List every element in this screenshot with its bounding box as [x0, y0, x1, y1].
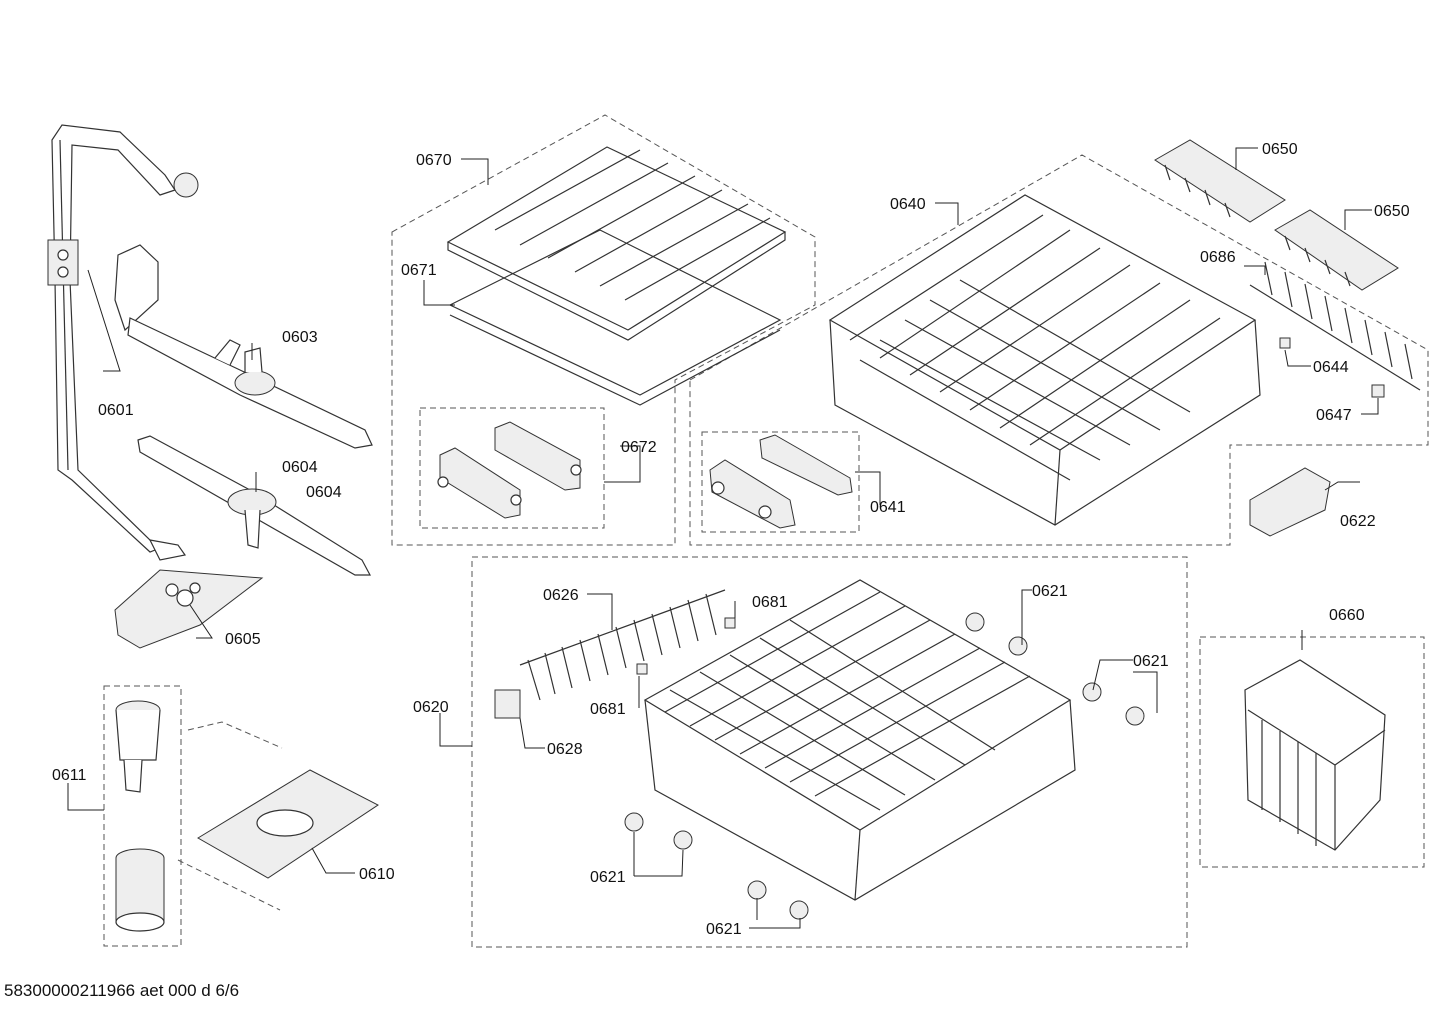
label-0626: 0626 — [543, 587, 579, 604]
lower-spray-arm-drawing — [137, 435, 371, 576]
label-0604-a: 0604 — [282, 459, 318, 476]
label-0681-a: 0681 — [752, 594, 788, 611]
rail-clips-drawing — [437, 421, 582, 519]
tray-frame-drawing — [448, 229, 782, 406]
cutlery-basket-group-outline — [1199, 636, 1425, 868]
label-0681-b: 0681 — [590, 701, 626, 718]
label-0671: 0671 — [401, 262, 437, 279]
tine-row-drawing — [519, 589, 726, 701]
adjuster-drawing — [709, 434, 853, 529]
label-0650-a: 0650 — [1262, 141, 1298, 158]
label-0601: 0601 — [98, 402, 134, 419]
filter-group-outline — [103, 685, 182, 947]
upper-basket-tray-group-outline — [391, 114, 816, 546]
sieve-plate-drawing — [114, 569, 264, 649]
tine-rack-drawings — [1154, 139, 1399, 291]
label-0647: 0647 — [1316, 407, 1352, 424]
label-0628: 0628 — [547, 741, 583, 758]
label-0650-b: 0650 — [1374, 203, 1410, 220]
rail-clips-group-outline — [419, 407, 605, 529]
clip-0681-upper-drawing — [724, 617, 736, 629]
label-0622: 0622 — [1340, 513, 1376, 530]
lower-basket-drawing — [643, 579, 1076, 901]
handle-drawing — [1249, 467, 1331, 537]
clip-0644-drawing — [1279, 337, 1291, 349]
label-0670: 0670 — [416, 152, 452, 169]
label-0603: 0603 — [282, 329, 318, 346]
cutlery-basket-drawing — [1244, 659, 1386, 851]
label-0621-a: 0621 — [1032, 583, 1068, 600]
group-outlines — [103, 114, 1429, 948]
document-footer: 58300000211966 aet 000 d 6/6 — [4, 981, 240, 1000]
roller-drawings — [624, 612, 1145, 920]
label-0620: 0620 — [413, 699, 449, 716]
upper-basket-group-outline — [689, 154, 1429, 546]
label-0644: 0644 — [1313, 359, 1349, 376]
label-0640: 0640 — [890, 196, 926, 213]
clip-0647-drawing — [1371, 384, 1385, 398]
cutlery-tray-drawing — [446, 146, 787, 341]
label-0641: 0641 — [870, 499, 906, 516]
label-0621-d: 0621 — [706, 921, 742, 938]
label-0604-b: 0604 — [306, 484, 342, 501]
label-0610: 0610 — [359, 866, 395, 883]
supply-pipe-drawing — [47, 124, 199, 561]
lower-basket-group-outline — [471, 556, 1188, 948]
upper-basket-drawing — [828, 194, 1261, 526]
label-0605: 0605 — [225, 631, 261, 648]
folding-tines-drawing — [1249, 261, 1421, 391]
clip-0681-lower-drawing — [636, 663, 648, 675]
upper-spray-arm-drawing — [114, 244, 373, 449]
filter-drawing — [115, 700, 165, 932]
label-0672: 0672 — [621, 439, 657, 456]
label-0621-c: 0621 — [590, 869, 626, 886]
label-0621-b: 0621 — [1133, 653, 1169, 670]
adjuster-group-outline — [701, 431, 860, 533]
label-0611: 0611 — [52, 767, 87, 784]
label-0686: 0686 — [1200, 249, 1236, 266]
fine-filter-plate-drawing — [197, 769, 379, 879]
filter-plate-projection-lines — [177, 721, 283, 911]
tine-holder-0628-drawing — [494, 689, 521, 719]
part-number-labels: 0601 0603 0604 0604 0605 0610 0611 0620 … — [52, 141, 1410, 938]
leader-lines — [67, 147, 1379, 929]
label-0660: 0660 — [1329, 607, 1365, 624]
